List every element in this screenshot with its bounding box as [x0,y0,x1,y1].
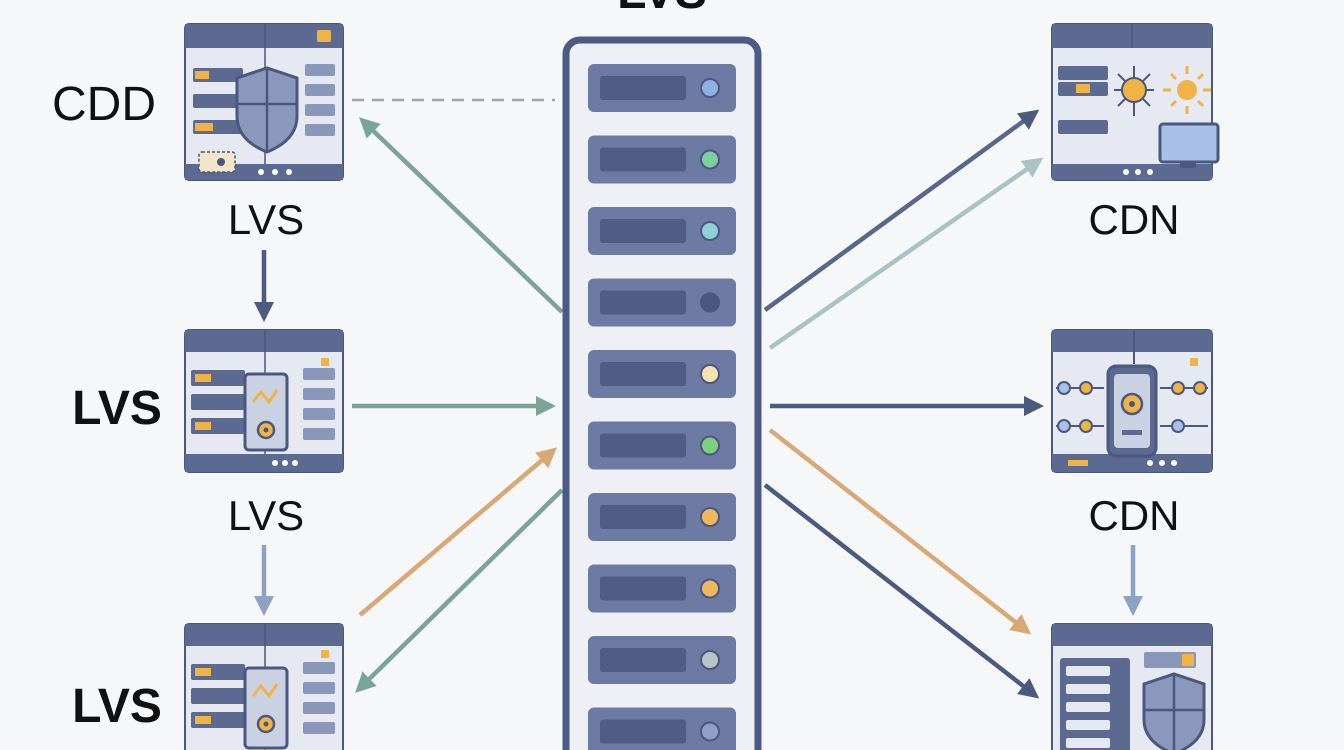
rack-slot [588,707,736,750]
status-led [700,721,720,742]
left-side-label-1: CDD [52,78,156,131]
left-server-1 [184,23,344,181]
rack-slot [588,350,736,398]
arrow-rack-to-left-3 [355,488,564,693]
arrow-rack-to-right-1-navy [763,109,1040,312]
arrow-left-3-to-rack-orange [358,447,558,617]
status-led [700,364,720,384]
rack-slot [588,493,736,541]
central-server-rack [562,36,762,750]
status-led [700,149,720,170]
status-led [700,221,720,241]
right-under-label-2: CDN [1089,492,1180,539]
rack-slot [588,64,736,112]
shield-icon [235,66,299,154]
network-connections-icon [1056,381,1208,433]
left-under-label-1: LVS [228,196,304,243]
right-server-1 [1051,23,1220,181]
arrow-rack-to-right-3-orange [768,428,1032,635]
left-server-2 [184,329,344,473]
status-led [700,78,720,98]
arrow-rack-to-left-1 [359,117,564,314]
right-under-label-1: CDN [1089,196,1180,243]
rack-slot [588,278,736,327]
status-led [700,507,720,527]
arrow-rack-to-right-3-navy [763,483,1040,699]
monitor-device-icon [243,372,289,452]
device-icon [1106,364,1158,458]
left-side-label-3: LVS [72,680,162,733]
status-led [700,578,720,599]
rack-slot [588,207,736,255]
monitor-device-icon [243,666,289,750]
rack-slot [588,135,736,184]
connections [253,98,1144,699]
shield-icon [1142,672,1206,750]
left-server-3 [184,623,344,750]
left-side-label-2: LVS [72,382,162,435]
network-node-icon [1114,66,1154,116]
chip-icon [198,151,236,173]
top-title: LVS [617,0,707,19]
arrow-rack-to-right-1-light [768,157,1044,350]
rack-slot [588,564,736,613]
sun-icon [1163,66,1211,114]
rack-slot [588,421,736,470]
right-server-3 [1051,623,1213,750]
rack-slot [588,636,736,684]
status-led [700,292,720,313]
monitor-icon [1158,122,1220,168]
rack-slots [588,64,736,750]
right-server-2 [1051,329,1213,473]
status-led [700,435,720,456]
left-under-label-2: LVS [228,492,304,539]
status-led [700,650,720,670]
